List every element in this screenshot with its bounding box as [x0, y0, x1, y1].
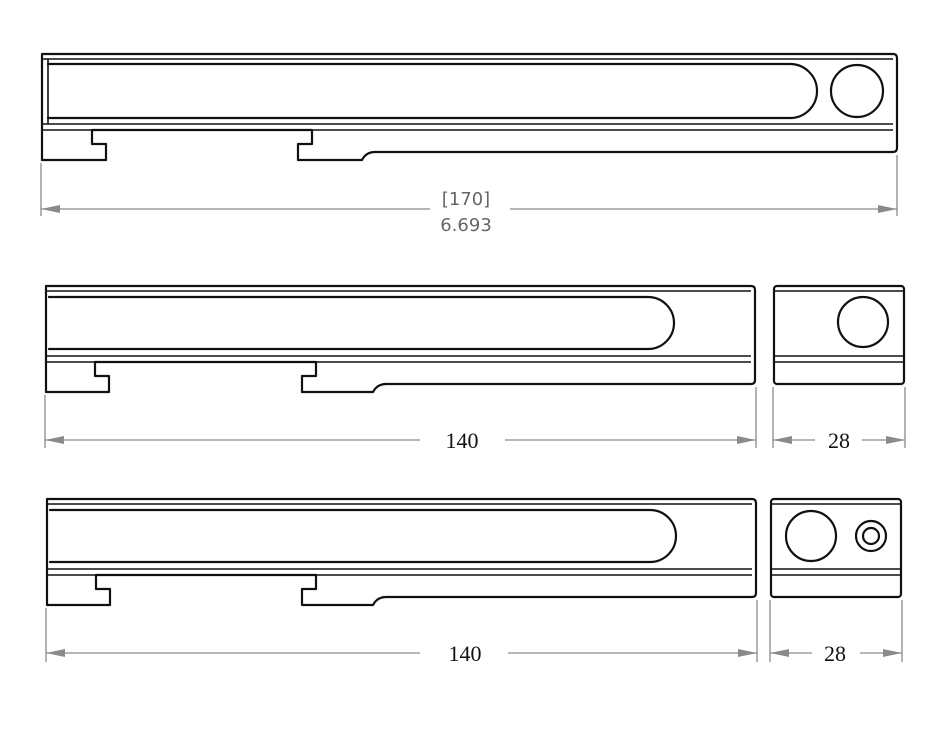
middle-end-arrow-right [886, 436, 905, 444]
bottom-arrow-left [46, 649, 65, 657]
bottom-end-view-large-hole [784, 509, 838, 563]
middle-view: 140 28 [44, 284, 906, 453]
bottom-end-arrow-left [770, 649, 789, 657]
middle-end-view-outline [772, 284, 906, 386]
middle-end-arrow-left [773, 436, 792, 444]
bottom-end-dimension: 28 [824, 641, 846, 666]
top-bar-outline [40, 52, 899, 162]
top-arrow-right [878, 205, 897, 213]
bottom-bar-slot [48, 508, 678, 564]
bottom-view: 140 28 [45, 497, 903, 666]
top-dimension-inch: 6.693 [440, 215, 492, 236]
bottom-length-dimension: 140 [449, 641, 482, 666]
top-bar-hole [829, 63, 885, 119]
bottom-end-view-counterbore-inner [861, 526, 881, 546]
top-view: [170] 6.693 [40, 52, 899, 236]
middle-length-dimension: 140 [446, 428, 479, 453]
bottom-bar-outline [45, 497, 758, 607]
middle-bar-slot [47, 295, 676, 351]
middle-end-view-hole [836, 295, 890, 349]
middle-bar-outline [44, 284, 757, 394]
top-dimension-bracketed: [170] [442, 189, 490, 210]
top-arrow-left [41, 205, 60, 213]
middle-end-dimension: 28 [828, 428, 850, 453]
bottom-end-arrow-right [883, 649, 902, 657]
middle-arrow-left [45, 436, 64, 444]
top-bar-slot [46, 62, 819, 120]
bottom-arrow-right [738, 649, 757, 657]
bottom-end-view-outline [769, 497, 903, 599]
bottom-end-view-counterbore-outer [854, 519, 888, 553]
middle-arrow-right [737, 436, 756, 444]
